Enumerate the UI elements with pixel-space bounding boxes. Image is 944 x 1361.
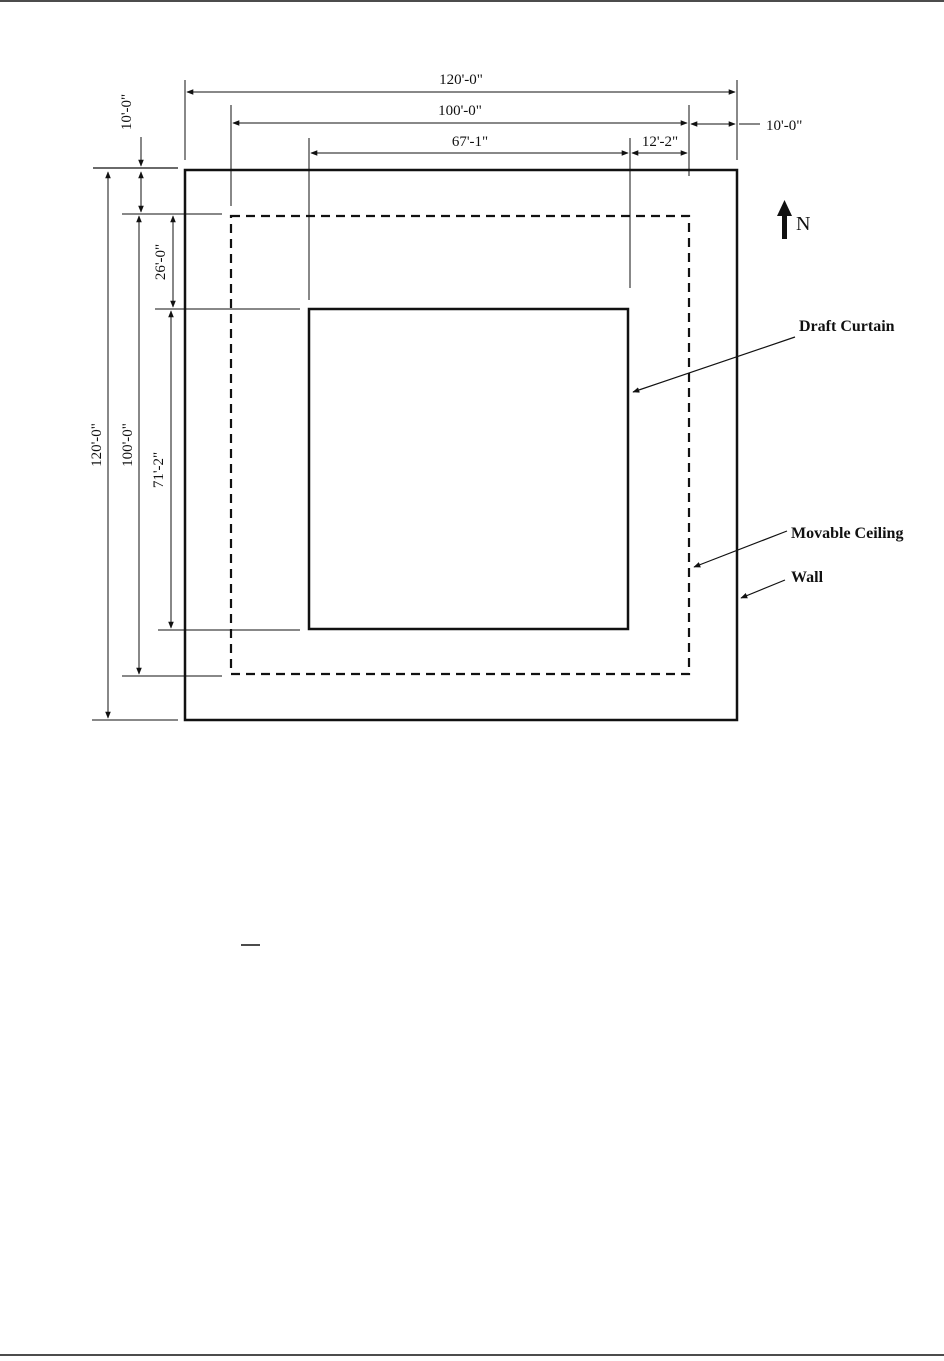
dim-text-wall-height: 120'-0" bbox=[89, 423, 105, 467]
dim-text-curtain-width: 67'-1" bbox=[452, 134, 488, 150]
dim-text-wall-width: 120'-0" bbox=[439, 72, 483, 88]
leader-movable-ceiling bbox=[694, 531, 787, 567]
leader-wall bbox=[741, 580, 785, 598]
label-wall: Wall bbox=[791, 569, 824, 586]
wall-outline bbox=[185, 170, 737, 720]
dim-text-curtain-north-offset: 26'-0" bbox=[153, 244, 169, 280]
dim-text-north-gap: 10'-0" bbox=[119, 94, 135, 130]
north-arrow-icon bbox=[777, 200, 792, 239]
dim-text-east-gap: 10'-0" bbox=[766, 118, 802, 134]
leader-draft-curtain bbox=[633, 337, 795, 392]
draft-curtain-outline bbox=[309, 309, 628, 629]
dim-text-curtain-height: 71'-2" bbox=[151, 452, 167, 488]
label-draft-curtain: Draft Curtain bbox=[799, 318, 895, 335]
movable-ceiling-outline bbox=[231, 216, 689, 674]
north-label: N bbox=[796, 213, 810, 235]
dim-text-curtain-east-offset: 12'-2" bbox=[642, 134, 678, 150]
dim-text-ceiling-height: 100'-0" bbox=[120, 423, 136, 467]
label-movable-ceiling: Movable Ceiling bbox=[791, 525, 903, 542]
dim-text-ceiling-width: 100'-0" bbox=[438, 103, 482, 119]
